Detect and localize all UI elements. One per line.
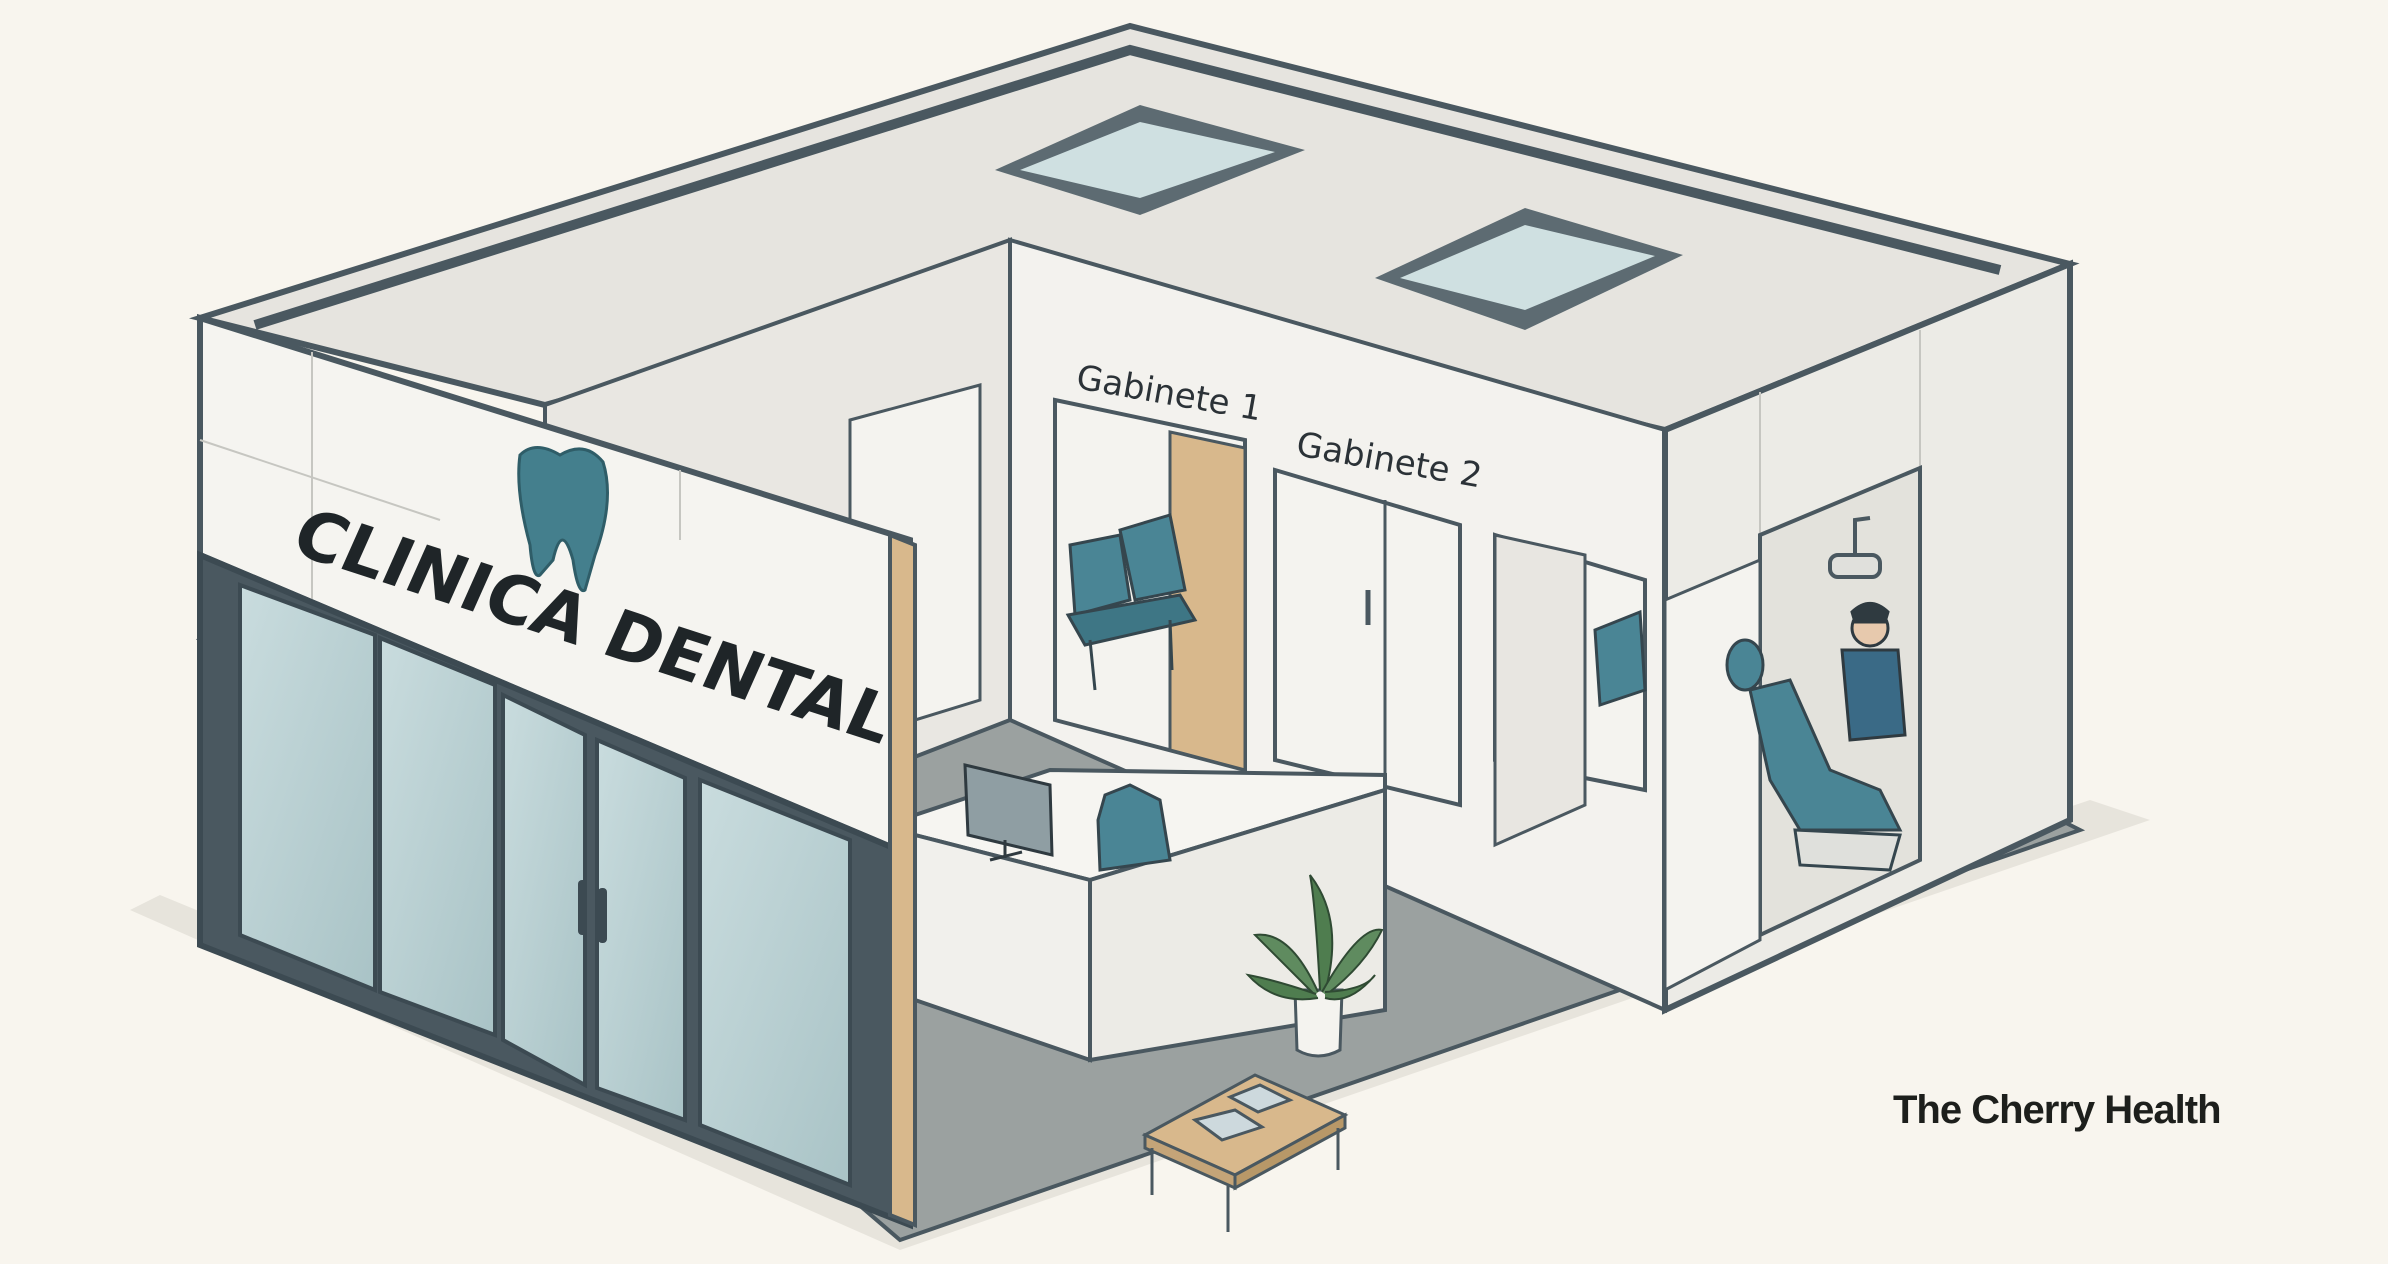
- reception-chair: [1096, 783, 1172, 872]
- tooth-logo: [517, 446, 609, 593]
- skylight-2: [1375, 208, 1683, 330]
- computer-monitor: [963, 763, 1054, 862]
- door-handle-right: [598, 888, 607, 943]
- room-3-door-leaf: [1493, 533, 1587, 848]
- potted-plant: [1245, 874, 1384, 1058]
- gabinete-2-door: [1273, 467, 1462, 808]
- glass-panel-1: [238, 582, 377, 993]
- skylight-1: [995, 105, 1305, 215]
- room-3-chair: [1593, 609, 1647, 708]
- front-corner-wall: [888, 532, 917, 1228]
- door-handle-left: [578, 880, 587, 935]
- glass-panel-5: [698, 777, 852, 1188]
- dental-chair: [1725, 638, 1903, 872]
- dental-lamp: [1828, 516, 1882, 579]
- roof-parapet: [253, 44, 2002, 330]
- glass-door-right: [595, 736, 687, 1123]
- waiting-chairs: [1065, 513, 1198, 691]
- dentist-figure: [1840, 602, 1907, 742]
- ground-shadow: [130, 800, 2150, 1250]
- coffee-table: [1141, 1073, 1349, 1232]
- glass-door-left: [501, 691, 587, 1089]
- treatment-room-door: [1663, 557, 1762, 993]
- brand-watermark: The Cherry Health: [1893, 1088, 2222, 1132]
- glass-panel-2: [378, 635, 497, 1038]
